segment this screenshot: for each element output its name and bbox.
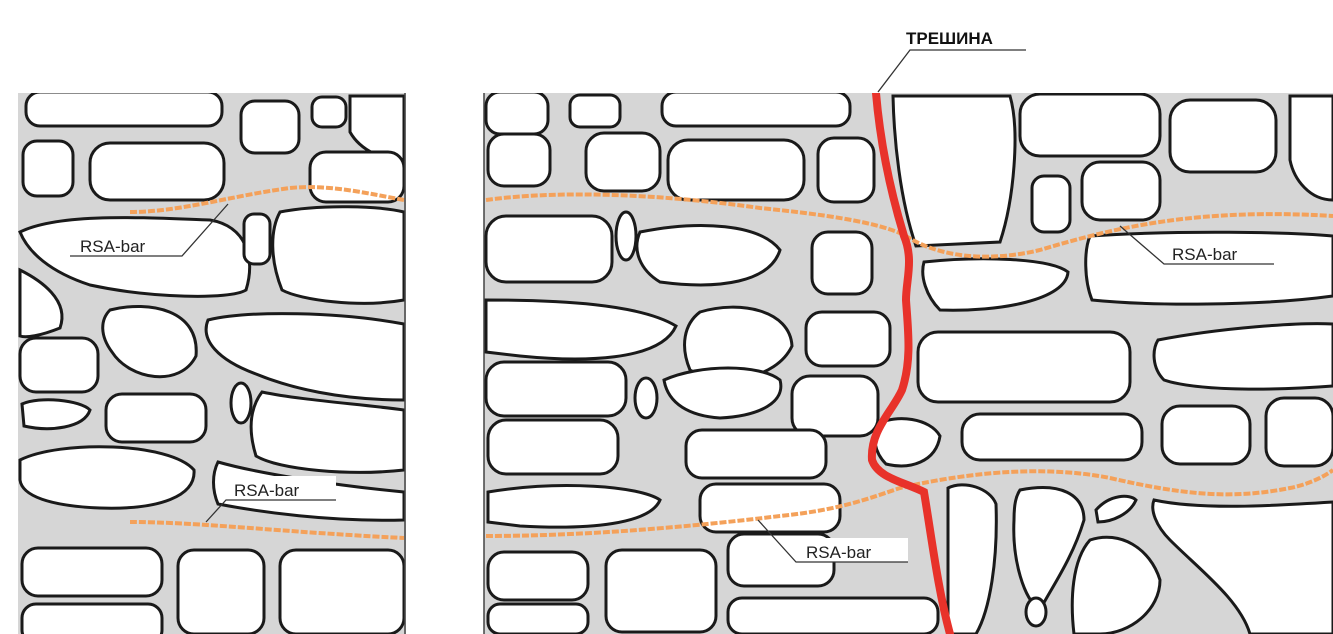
left-bottom-bar-label: RSA-bar bbox=[234, 481, 300, 500]
crack-leader-line bbox=[878, 50, 1026, 92]
right-panel bbox=[484, 92, 1333, 634]
left-top-bar-label: RSA-bar bbox=[80, 237, 146, 256]
crack-label: ТРЕШИНА bbox=[906, 29, 993, 48]
right-top-bar-label: RSA-bar bbox=[1172, 245, 1238, 264]
left-panel bbox=[18, 92, 406, 634]
right-bottom-bar-label: RSA-bar bbox=[806, 543, 872, 562]
crack-callout: ТРЕШИНА bbox=[878, 29, 1026, 92]
